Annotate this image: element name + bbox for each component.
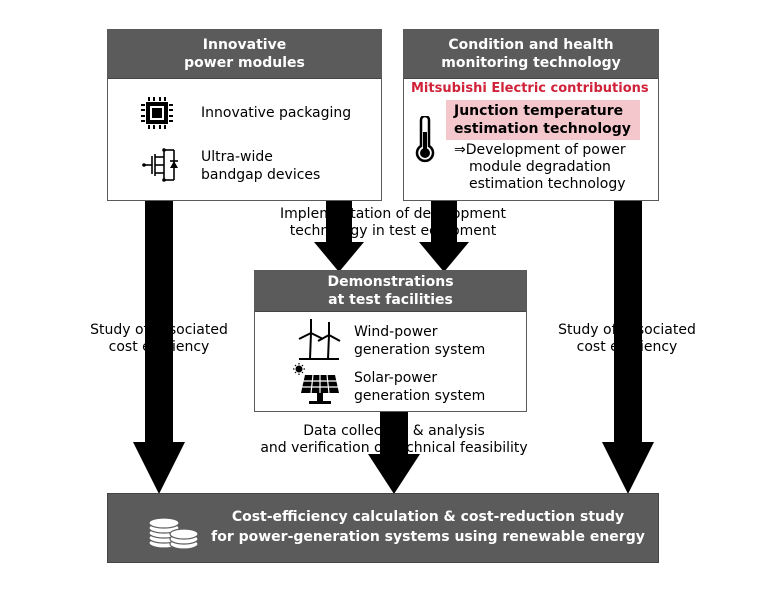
left-cost-efficiency-caption: Study of associated cost efficiency <box>90 322 228 355</box>
innovative-power-modules-header: Innovative power modules <box>108 30 381 79</box>
header-line: Innovative <box>202 37 287 53</box>
coins-icon <box>148 517 199 550</box>
thermometer-icon <box>415 116 435 163</box>
right-cost-efficiency-caption: Study of associated cost efficiency <box>558 322 696 355</box>
header-line: Demonstrations <box>327 274 454 290</box>
condition-monitoring-header: Condition and health monitoring technolo… <box>404 30 658 79</box>
arrow-center-to-bottom <box>368 410 420 494</box>
header-line: Condition and health <box>448 37 614 53</box>
header-line: power modules <box>184 55 305 71</box>
arrow-right-to-bottom <box>602 200 654 494</box>
arrow-right-box-to-center <box>419 200 469 272</box>
arrow-left-box-to-center <box>314 200 364 272</box>
implementation-caption: Implementation of development technology… <box>280 206 506 239</box>
arrow-left-to-bottom <box>133 200 185 494</box>
wind-power-label: Wind-power generation system <box>354 324 486 358</box>
transistor-icon <box>142 148 178 182</box>
header-line: monitoring technology <box>441 55 621 71</box>
wind-turbine-icon <box>298 319 341 360</box>
mitsubishi-contributions-label: Mitsubishi Electric contributions <box>411 81 649 96</box>
degradation-estimation-text: ⇒Development of power module degradation… <box>454 142 626 192</box>
demonstrations-box: Demonstrations at test facilities Wind-p… <box>254 270 527 412</box>
chip-icon <box>141 97 173 129</box>
innovative-power-modules-box: Innovative power modules Innovative pack… <box>107 29 382 201</box>
condition-monitoring-box: Condition and health monitoring technolo… <box>403 29 659 201</box>
data-collection-caption: Data collection & analysis and verificat… <box>260 423 528 456</box>
solar-power-label: Solar-power generation system <box>354 370 486 404</box>
header-line: at test facilities <box>328 292 453 308</box>
cost-efficiency-study-box: Cost-efficiency calculation & cost-reduc… <box>107 493 659 563</box>
cost-efficiency-study-text: Cost-efficiency calculation & cost-reduc… <box>211 509 645 545</box>
ultra-wide-bandgap-label: Ultra-wide bandgap devices <box>201 149 321 183</box>
demonstrations-header: Demonstrations at test facilities <box>255 271 526 312</box>
junction-temperature-highlight: Junction temperature estimation technolo… <box>446 100 640 140</box>
innovative-packaging-label: Innovative packaging <box>201 105 352 121</box>
solar-panel-icon <box>293 363 339 404</box>
